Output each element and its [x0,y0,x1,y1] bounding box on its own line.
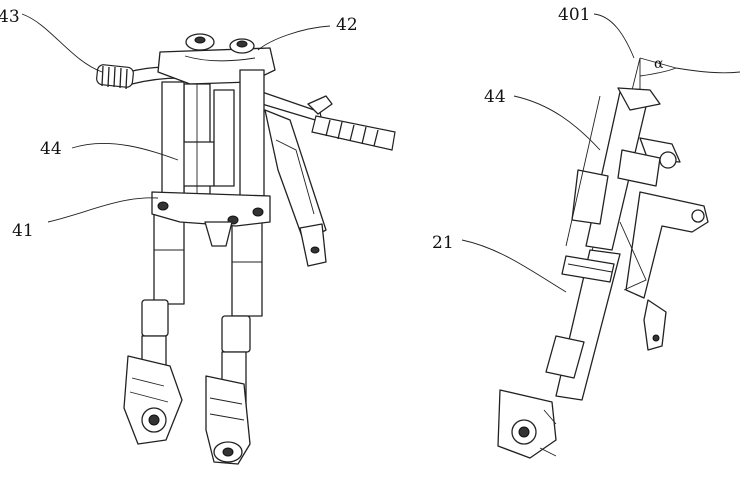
angle-arc [639,67,677,77]
front-fork-assembly-side-view [461,13,740,459]
left-axle-lug [123,355,183,445]
side-top-clamp [617,87,681,187]
side-fork-tube [545,91,649,401]
left-fork-leg [141,81,185,407]
leader-44-left [71,142,179,161]
steering-stem [179,83,235,195]
label-44-right: 44 [484,87,506,107]
label-alpha: α [654,56,664,72]
leader-43 [21,13,103,73]
label-401: 401 [558,5,590,25]
side-steering-bracket [619,191,709,351]
label-21: 21 [432,233,454,253]
label-43: 43 [0,7,20,27]
steering-bracket [264,109,327,267]
lower-triple-clamp [151,191,271,247]
label-41: 41 [12,221,34,241]
leader-upper-right [675,67,740,74]
label-44-left: 44 [40,139,62,159]
right-handlebar [261,91,396,151]
leader-21 [461,239,567,293]
right-axle-lug [205,375,251,465]
label-42: 42 [336,15,358,35]
angle-extension-line [639,57,677,69]
side-axle-lug [497,389,557,459]
leader-42 [257,25,331,51]
leader-41 [47,197,159,223]
leader-401 [593,13,635,59]
front-fork-assembly-front-view [21,13,396,465]
left-handle-grip [96,64,134,90]
right-handle-grip [311,115,396,151]
leader-44-right [513,95,601,151]
side-lower-clamp [561,255,615,283]
